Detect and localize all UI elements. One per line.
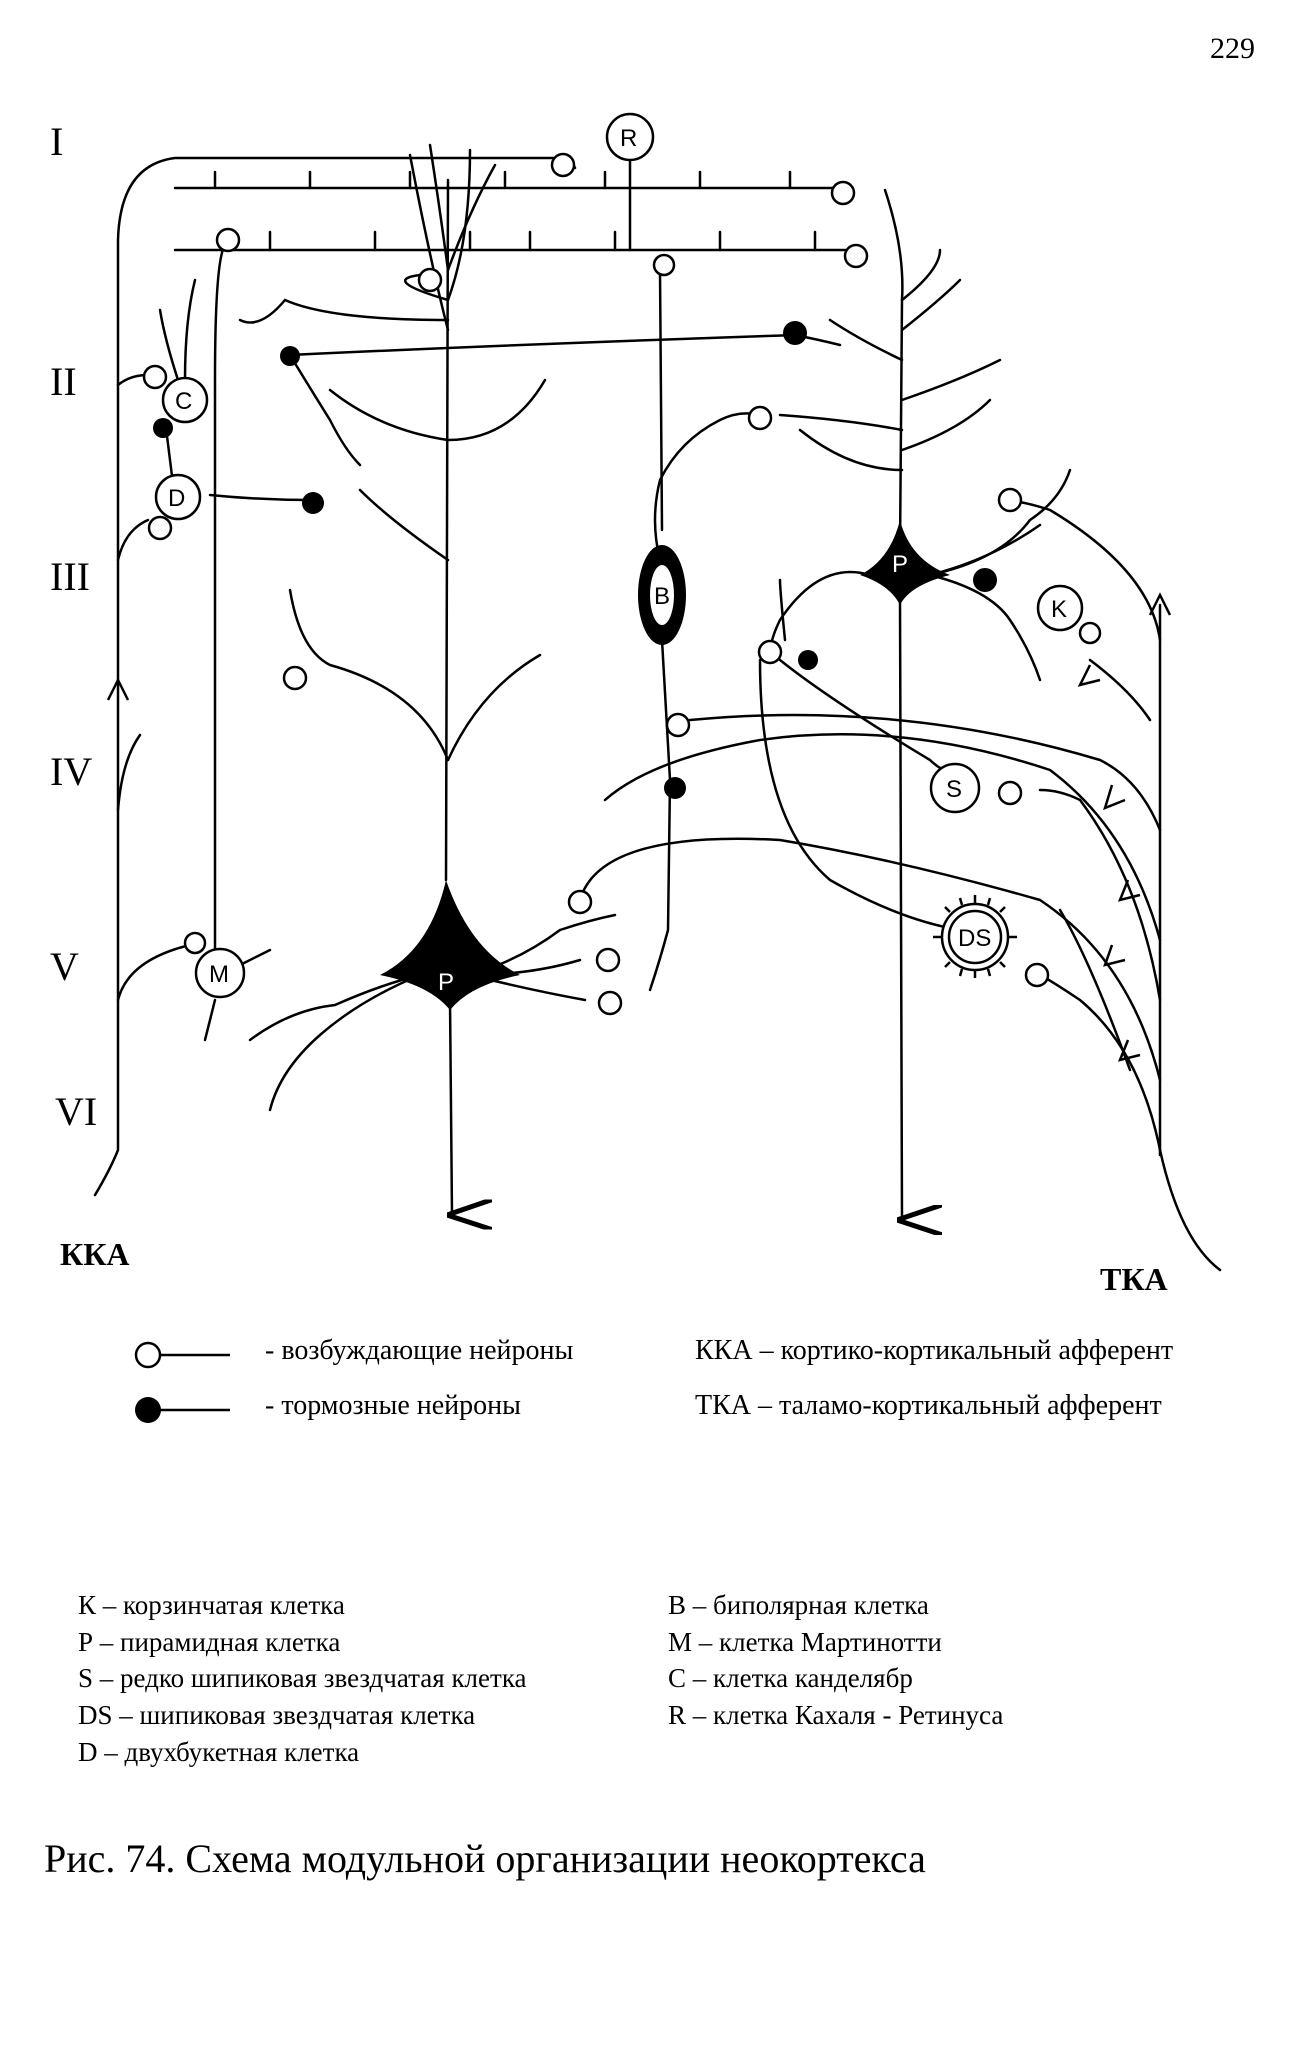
layer-label-2: II	[50, 359, 77, 404]
layer-label-6: VI	[55, 1089, 97, 1134]
legend-inhibitory-symbol	[135, 1397, 230, 1423]
layer-label-1: I	[50, 119, 63, 164]
inhibitory-synapses	[153, 321, 997, 799]
upper-pyramid-apical-dendrite	[883, 188, 904, 552]
lower-pyramid-soma	[380, 880, 520, 1010]
lower-pyramid-apical-dendrite	[444, 178, 450, 882]
legend-kka-label: ККА – кортико-кортикальный афферент	[695, 1335, 1174, 1366]
abbr-m: М – клетка Мартинотти	[668, 1627, 942, 1657]
abbr-ds: DS – шипиковая звездчатая клетка	[78, 1700, 476, 1730]
cell-r	[605, 112, 655, 162]
cell-label-m: M	[209, 961, 229, 988]
neocortex-module-diagram: I II III IV V VI	[50, 112, 1222, 1297]
figure-caption: Рис. 74. Схема модульной организации нео…	[44, 1836, 926, 1881]
lower-pyramid-axon	[450, 998, 452, 1215]
cell-label-ds: DS	[958, 925, 991, 952]
cell-k	[1036, 584, 1084, 632]
layer1-ticks	[213, 170, 817, 252]
upper-pyramid-axon	[900, 598, 902, 1220]
cell-ds-inner	[947, 909, 1003, 965]
cell-label-d: D	[168, 485, 185, 512]
cell-label-p-lower: P	[438, 969, 454, 996]
abbr-b: В – биполярная клетка	[668, 1590, 929, 1620]
cell-label-s: S	[946, 776, 962, 803]
layer-label-4: IV	[50, 749, 92, 794]
layer-label-3: III	[50, 554, 90, 599]
cell-c	[161, 376, 209, 424]
abbr-s: S – редко шипиковая звездчатая клетка	[78, 1663, 527, 1693]
cell-label-c: C	[175, 388, 192, 415]
cell-label-k: K	[1051, 596, 1067, 623]
abbr-c: С – клетка канделябр	[668, 1663, 913, 1693]
afferent-label-tka: ТКА	[1100, 1261, 1168, 1297]
abbr-k: К – корзинчатая клетка	[78, 1590, 345, 1620]
excitatory-synapses	[142, 152, 1102, 1016]
cell-m	[194, 947, 246, 999]
legend-tka-label: ТКА – таламо-кортикальный афферент	[695, 1390, 1162, 1421]
cell-label-r: R	[620, 125, 637, 152]
afferent-label-kka: ККА	[60, 1236, 130, 1272]
legend-excitatory-symbol	[134, 1341, 230, 1369]
legend-excitatory-label: - возбуждающие нейроны	[265, 1335, 574, 1366]
abbr-r: R – клетка Кахаля - Ретинуса	[668, 1700, 1004, 1730]
page-number: 229	[1210, 32, 1255, 65]
abbr-p: Р – пирамидная клетка	[78, 1627, 341, 1657]
cell-label-p-upper: P	[892, 551, 908, 578]
layer-label-5: V	[50, 944, 79, 989]
cell-d	[154, 473, 202, 521]
cell-label-b: B	[654, 583, 670, 610]
cell-s	[929, 762, 981, 814]
legend-inhibitory-label: - тормозные нейроны	[265, 1390, 521, 1421]
upper-pyramid-soma	[860, 520, 950, 605]
abbr-d: D – двухбукетная клетка	[78, 1737, 360, 1767]
